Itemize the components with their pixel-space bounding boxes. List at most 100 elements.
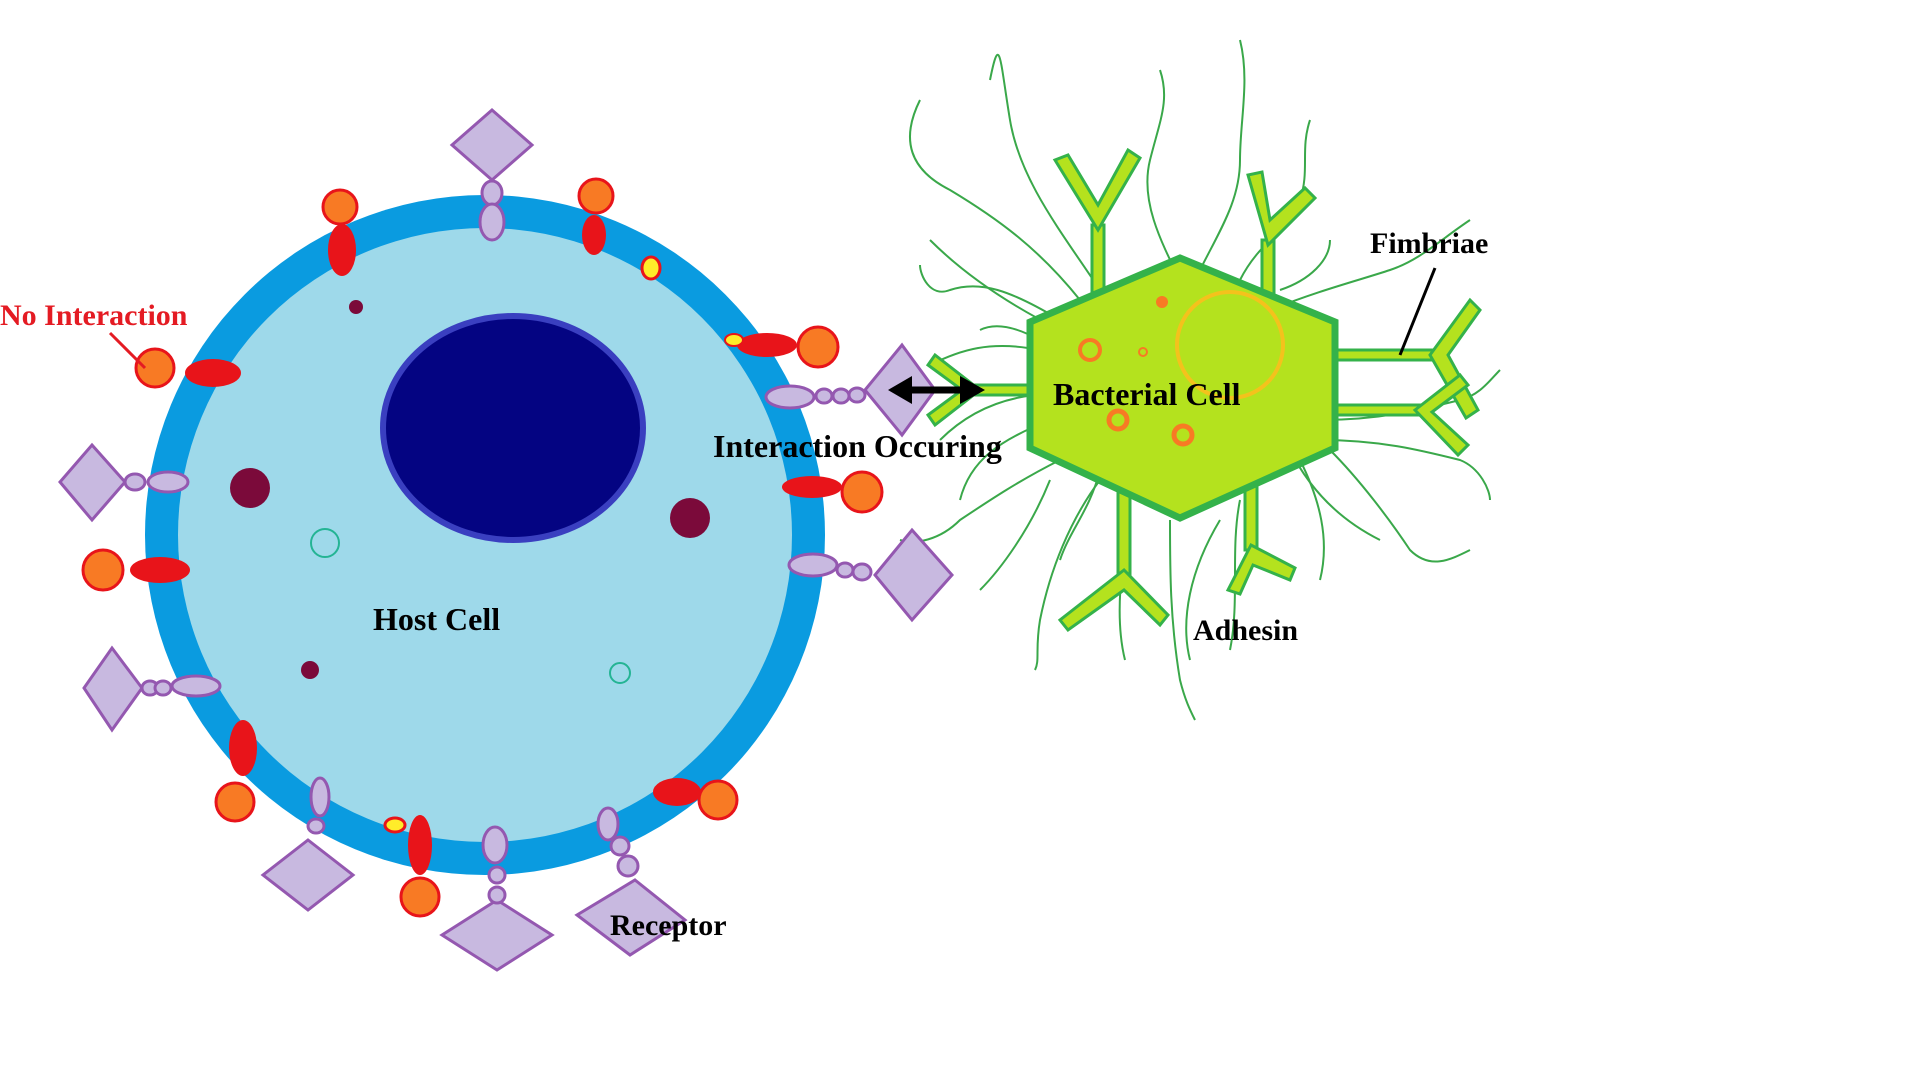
receptor-bead	[851, 562, 873, 582]
ligand	[399, 815, 441, 918]
receptor	[260, 776, 356, 912]
ligand-orange	[134, 347, 176, 389]
ligand-red	[582, 215, 606, 255]
bacterial-inclusion	[1078, 338, 1102, 362]
ligand-red	[130, 557, 190, 583]
bacterial-inclusion	[1171, 423, 1195, 447]
adhesin-icon	[1225, 542, 1297, 596]
ligand-orange	[796, 325, 840, 369]
receptor	[82, 645, 222, 733]
adhesin-stalk	[1333, 348, 1437, 362]
fimbria	[1279, 239, 1331, 291]
ligand-orange	[321, 188, 359, 226]
receptors-group	[58, 108, 955, 972]
ligand	[214, 720, 257, 823]
fimbria	[1059, 469, 1101, 561]
receptor-bead	[153, 679, 173, 697]
ligand-red	[782, 476, 842, 498]
ligand-orange	[840, 470, 884, 514]
receptor-bead	[487, 865, 507, 885]
receptor-bead	[309, 776, 331, 818]
adhesin-icon	[1246, 170, 1318, 248]
receptor	[787, 527, 955, 623]
receptor-diamond	[58, 442, 127, 523]
bacterial-inclusion	[1106, 408, 1130, 432]
ligand-yellow-dot	[640, 255, 662, 281]
bacterial-cell	[1026, 254, 1339, 522]
adhesin-label: Adhesin	[1193, 614, 1298, 647]
ligand-orange	[81, 548, 125, 592]
receptor-bead	[480, 179, 504, 207]
receptor-diamond	[574, 878, 688, 957]
receptor-bead	[609, 835, 631, 857]
bacterial-cell-body	[1026, 254, 1339, 522]
receptor-bead	[616, 854, 640, 878]
bacterial-inclusion-ring	[1175, 290, 1285, 400]
receptor-bead	[831, 387, 851, 405]
fimbriae-group	[899, 39, 1501, 721]
ligand	[653, 778, 739, 821]
no-interaction-label: No Interaction	[0, 299, 188, 332]
receptor-bead	[847, 386, 867, 404]
receptor-bead	[306, 817, 326, 835]
bacterial-inclusion	[1138, 347, 1148, 357]
ligand	[724, 325, 840, 369]
ligand-red	[229, 720, 257, 776]
ligand-red	[737, 333, 797, 357]
receptor	[574, 806, 688, 957]
ligand-red	[328, 224, 356, 276]
receptor-bead	[170, 674, 222, 698]
adhesin-icon	[1412, 372, 1471, 458]
organelle	[301, 661, 319, 679]
fimbria	[1199, 39, 1246, 271]
organelle	[670, 498, 710, 538]
receptor-bead	[478, 202, 506, 242]
organelle	[230, 468, 270, 508]
bacterial-cell-label: Bacterial Cell	[1053, 376, 1241, 412]
ligand	[134, 347, 241, 389]
interaction-arrow	[888, 376, 985, 404]
ligand-yellow-dot	[724, 333, 744, 347]
organelle	[349, 300, 363, 314]
receptor	[58, 442, 190, 523]
interaction-arrowhead-left	[888, 376, 912, 404]
fimbria	[899, 459, 1061, 543]
receptor	[439, 825, 555, 972]
host-cell-label: Host Cell	[373, 601, 500, 637]
interaction-occuring-label: Interaction Occuring	[713, 428, 1002, 464]
receptor-bead	[787, 552, 839, 578]
vesicle	[310, 528, 340, 558]
ligand-orange	[214, 781, 256, 823]
fimbria	[1319, 439, 1491, 501]
adhesin-icon	[1057, 567, 1171, 633]
interaction-arrowhead-right	[960, 376, 985, 404]
receptor-bead	[596, 806, 620, 842]
fimbria	[1329, 449, 1471, 563]
ligand	[321, 188, 359, 276]
ligand-orange	[697, 779, 739, 821]
ligand-yellow-dot	[383, 816, 407, 834]
receptor-bead	[814, 387, 834, 405]
ligands-group	[81, 177, 884, 918]
no-interaction-leader-line	[108, 331, 147, 370]
ligand	[81, 548, 190, 592]
host-cell	[145, 195, 825, 875]
receptor-label: Receptor	[610, 909, 727, 942]
fimbria	[1185, 519, 1221, 661]
ligand-orange	[399, 876, 441, 918]
ligand	[782, 470, 884, 514]
receptor-bead	[481, 825, 509, 865]
bacterial-inclusion	[1156, 296, 1168, 308]
adhesins-group	[925, 147, 1482, 633]
ligand-red	[185, 359, 241, 387]
receptor-diamond	[449, 108, 535, 182]
fimbria	[1169, 519, 1196, 721]
receptor-bead	[835, 561, 855, 579]
fimbriae-label: Fimbriae	[1370, 227, 1488, 260]
fimbria	[1269, 219, 1471, 311]
adhesin-icon	[1052, 147, 1143, 233]
receptor-bead	[146, 470, 190, 494]
receptor-diamond	[260, 838, 356, 912]
